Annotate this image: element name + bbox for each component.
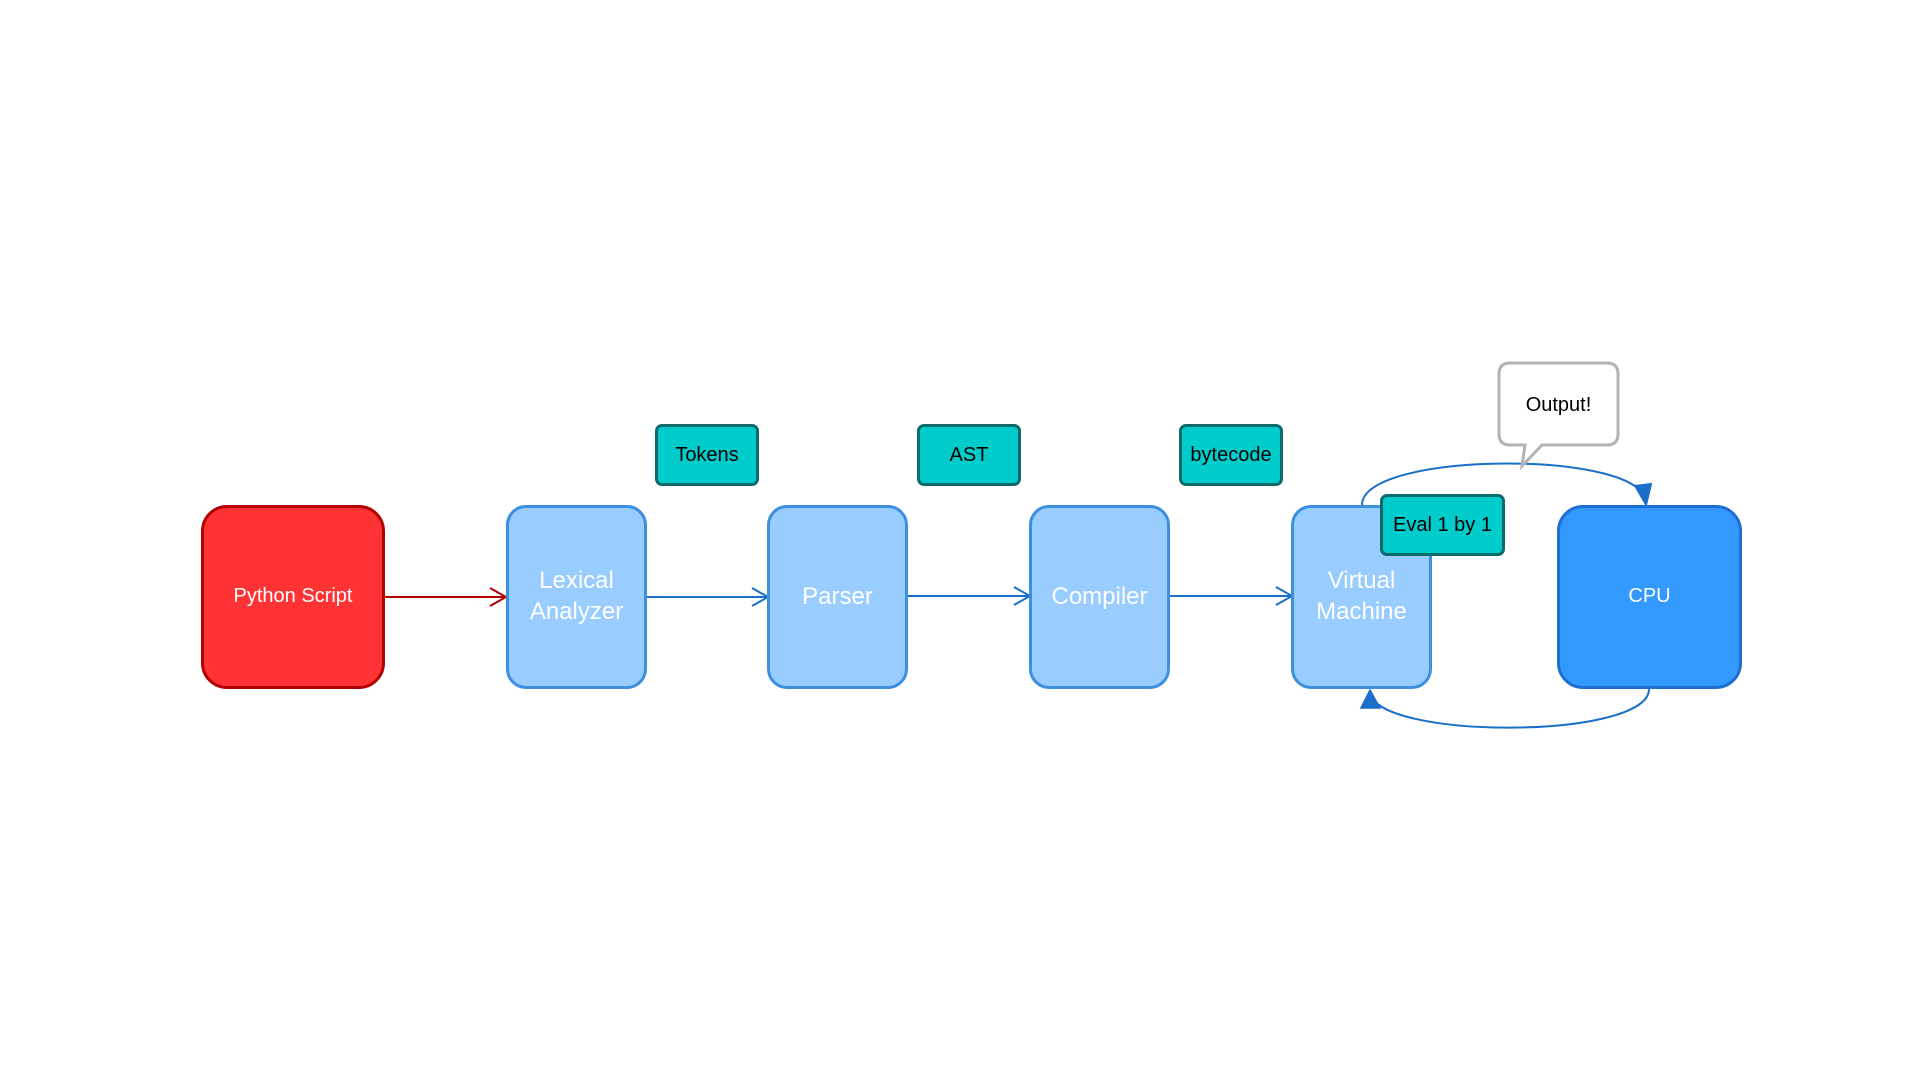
parser-node: Parser xyxy=(767,505,908,689)
virtual-machine-node: Virtual Machine xyxy=(1291,505,1432,689)
lexical-analyzer-node: Lexical Analyzer xyxy=(506,505,647,689)
bytecode-label: bytecode xyxy=(1179,424,1283,486)
ast-label: AST xyxy=(917,424,1021,486)
eval-label: Eval 1 by 1 xyxy=(1380,494,1505,556)
edge-cpu-to-vm xyxy=(1369,688,1650,729)
output-callout-text: Output! xyxy=(1525,393,1592,416)
output-callout-bubble xyxy=(1497,361,1620,471)
compiler-node: Compiler xyxy=(1029,505,1170,689)
python-script-node: Python Script xyxy=(201,505,385,689)
tokens-label: Tokens xyxy=(655,424,759,486)
arrowhead-cpu xyxy=(1633,482,1653,508)
arrowhead-vm-return xyxy=(1359,688,1382,709)
edge-vm-to-cpu xyxy=(1361,462,1647,506)
cpu-node: CPU xyxy=(1557,505,1742,689)
